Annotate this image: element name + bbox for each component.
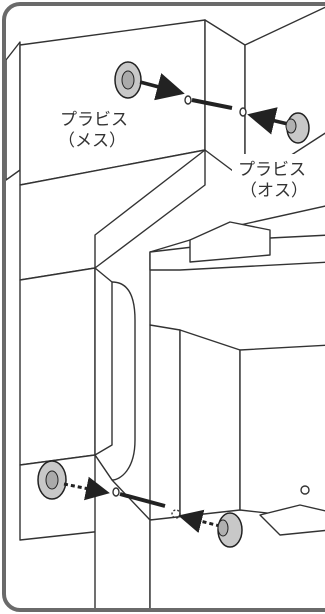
arrow-male-bottom xyxy=(178,509,221,534)
label-male-kind: （オス） xyxy=(240,181,308,201)
male-screw-bottom xyxy=(217,512,243,548)
female-screw-top xyxy=(114,61,142,99)
center-post-side xyxy=(179,329,241,536)
label-bg-female xyxy=(55,106,137,152)
male-screw-top xyxy=(285,112,310,144)
slot-curve xyxy=(111,281,136,481)
center-post xyxy=(149,324,181,521)
female-screw-bottom xyxy=(37,460,67,500)
bottom-notch xyxy=(259,504,325,536)
leg-left-diagonal xyxy=(94,149,206,269)
rear-panel-left xyxy=(6,41,21,181)
label-bg-male xyxy=(232,154,322,204)
label-female-kind: （メス） xyxy=(58,131,126,151)
bottom-right-block xyxy=(149,509,325,608)
hole-right-board xyxy=(239,107,247,117)
label-male-name: プラビス xyxy=(238,160,306,180)
arrow-female-top xyxy=(139,73,185,101)
hole-bottom-left xyxy=(112,487,120,497)
hole-left-board xyxy=(184,95,192,105)
leg-vertical-side xyxy=(94,267,113,456)
shaft-top xyxy=(191,98,233,110)
leg-vertical-front xyxy=(19,267,96,466)
arrow-male-top xyxy=(247,107,289,135)
drawer-cavity xyxy=(189,221,271,263)
shaft-bottom xyxy=(119,492,166,508)
hole-cabinet xyxy=(300,485,310,495)
right-board-face xyxy=(244,6,325,186)
label-female-name: プラビス xyxy=(60,110,128,130)
